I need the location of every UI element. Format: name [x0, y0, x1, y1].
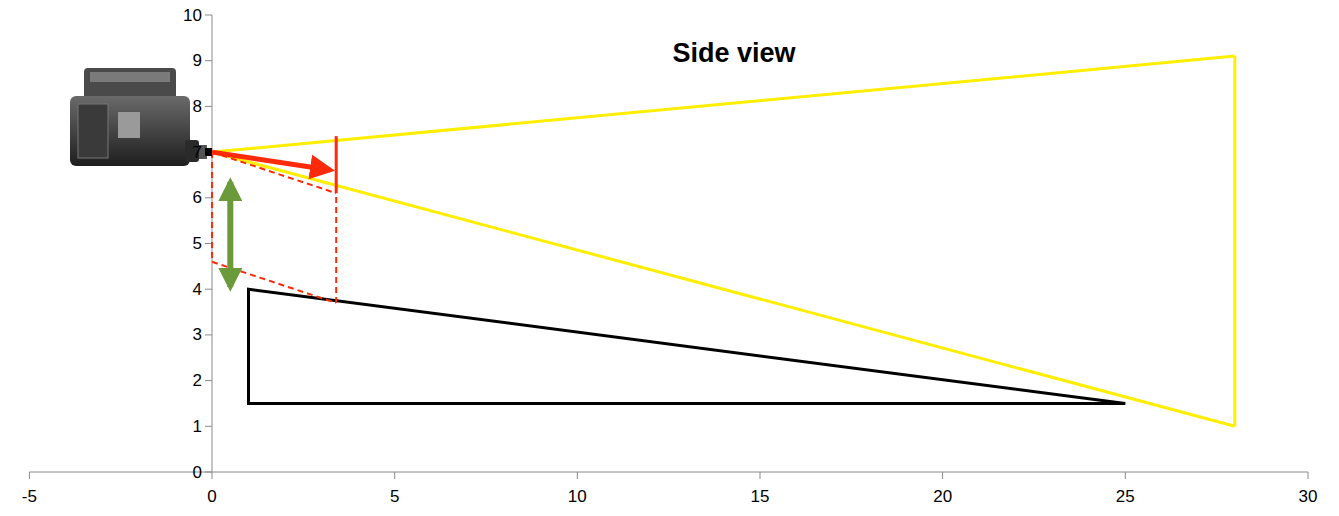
y-tick-label: 9	[193, 52, 202, 69]
projection-cone	[212, 56, 1235, 426]
y-tick-label: 6	[193, 189, 202, 206]
x-tick-label: 0	[207, 488, 216, 505]
y-tick-label: 1	[193, 418, 202, 435]
y-tick-label: 3	[193, 326, 202, 343]
x-tick-label: 25	[1116, 488, 1135, 505]
y-tick-label: 5	[193, 235, 202, 252]
y-tick-label: 2	[193, 372, 202, 389]
x-tick-label: 5	[390, 488, 399, 505]
x-tick-label: 15	[751, 488, 770, 505]
y-tick-label: 8	[193, 98, 202, 115]
lens-shift-outline	[212, 152, 336, 303]
y-tick-label: 0	[193, 464, 202, 481]
y-tick-label: 10	[183, 7, 202, 24]
image-plane	[335, 136, 338, 193]
axes	[29, 15, 1308, 479]
y-tick-label: 4	[193, 281, 202, 298]
chart-title: Side view	[672, 40, 795, 67]
projector-icon	[70, 68, 212, 166]
x-tick-label: 30	[1299, 488, 1318, 505]
x-tick-label: 20	[933, 488, 952, 505]
seating-triangle	[249, 289, 1126, 403]
x-tick-label: 10	[568, 488, 587, 505]
y-tick-label: 7	[193, 144, 202, 161]
shift-arrow	[227, 182, 233, 287]
throw-arrow	[212, 152, 330, 170]
x-tick-label: -5	[22, 488, 37, 505]
